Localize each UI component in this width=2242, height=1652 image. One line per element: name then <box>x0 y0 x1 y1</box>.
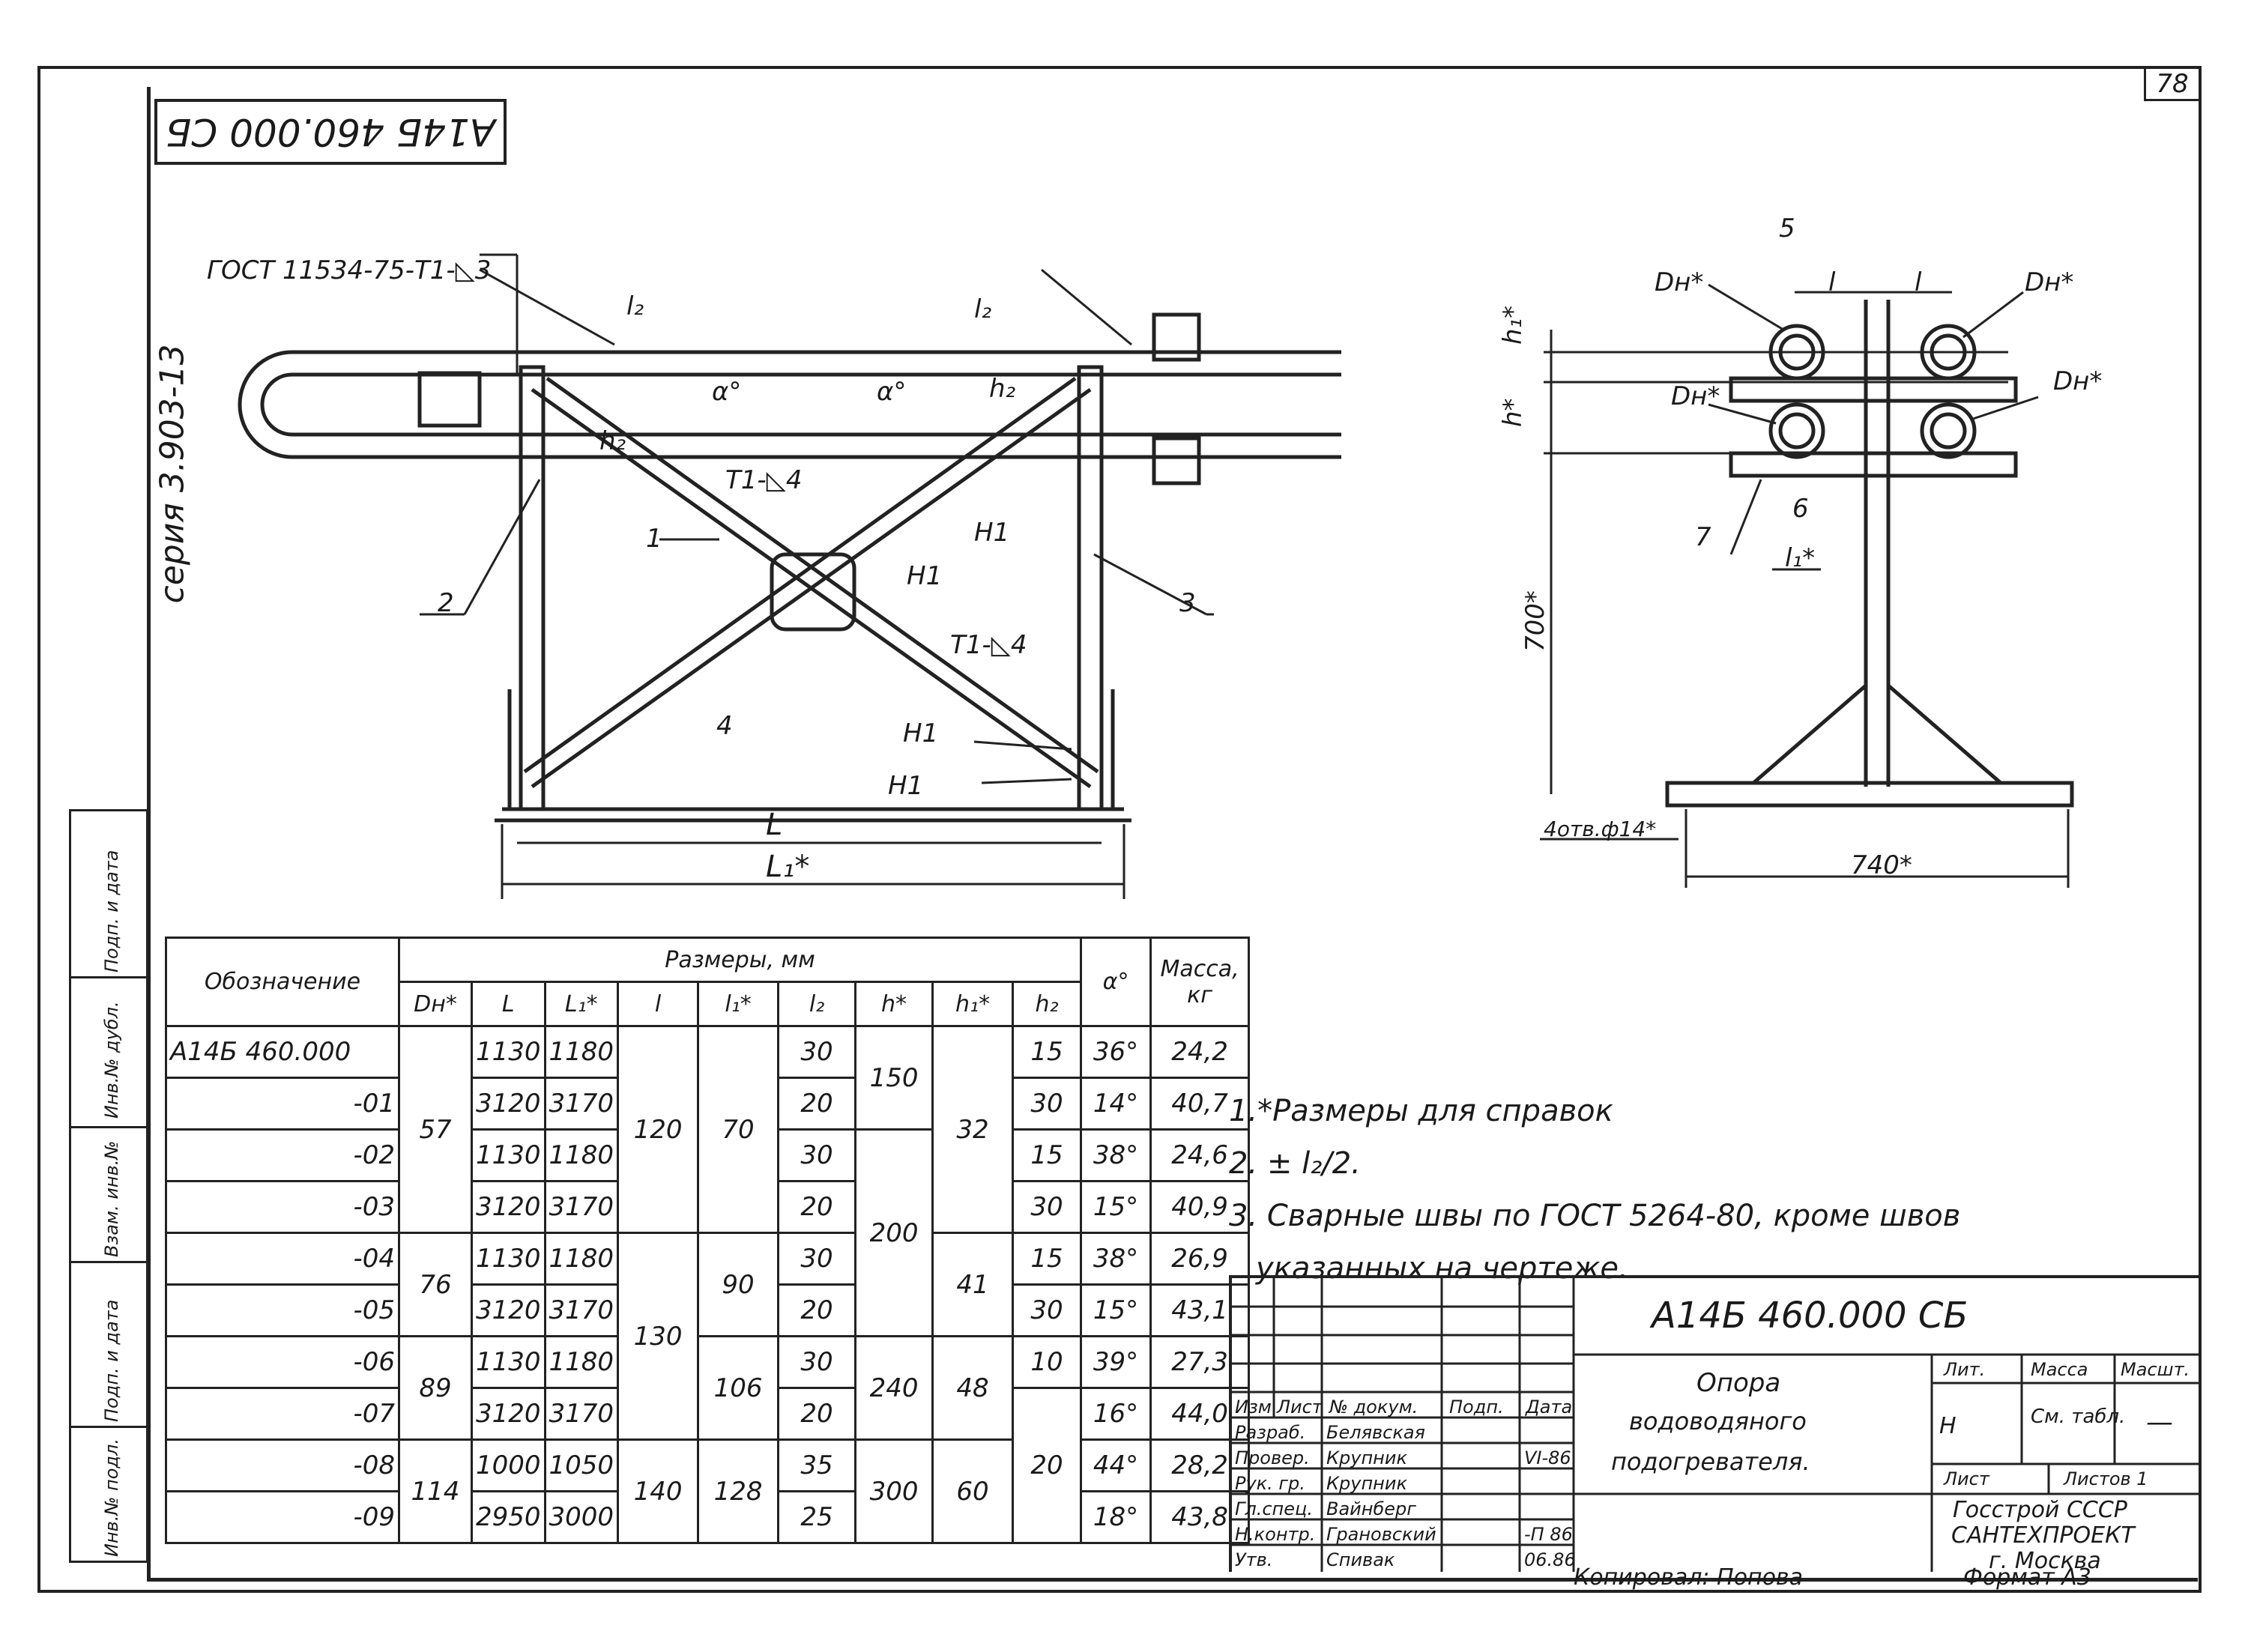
title-line-2: водоводяного <box>1629 1407 1807 1435</box>
title-line-1: Опора <box>1696 1368 1781 1398</box>
dn-label-d: Dн* <box>2053 366 2102 396</box>
table-row: -04 76 1130 1180 130 90 30 41 15 38° 26,… <box>165 1232 1251 1441</box>
l2-right-label: l₂ <box>974 294 991 324</box>
th-alpha: α° <box>1080 937 1152 1027</box>
table-row: -01 3120 3170 20 30 14° 40,7 <box>165 1077 1251 1131</box>
pos-2-label: 2 <box>438 588 454 618</box>
gost-weld-label: ГОСТ 11534-75-Т1-◺3 <box>207 255 491 285</box>
tb-mass-label: Масса <box>2031 1359 2088 1380</box>
format-label: Формат А3 <box>1963 1564 2091 1591</box>
tb-col-izm: Изм <box>1235 1397 1272 1417</box>
h-star-label: h* <box>1498 398 1528 427</box>
drawing-inner-frame <box>147 87 2198 1582</box>
th-l2: l₂ <box>777 981 857 1027</box>
drawing-outer-frame <box>37 66 2202 1593</box>
dim-L-label: L <box>766 808 782 842</box>
side-dimensions <box>1540 283 2070 888</box>
note-1: 1.*Размеры для справок <box>1229 1094 1613 1128</box>
th-L1: L₁* <box>543 981 620 1027</box>
th-dn: Dн* <box>398 981 473 1027</box>
l-label-a: l <box>1828 267 1836 297</box>
table-row: -06 89 1130 1180 106 30 240 48 10 39° 27… <box>165 1335 1251 1441</box>
notes-block: 1.*Размеры для справок 2. ± l₂/2. 3. Сва… <box>1229 1085 1960 1295</box>
pos-6-label: 6 <box>1792 494 1809 524</box>
weld-t1-b: Т1-◺4 <box>950 630 1027 660</box>
dn-label-c: Dн* <box>1671 381 1720 411</box>
tb-col-date: Дата <box>1526 1397 1573 1417</box>
h700-label: 700* <box>1520 590 1550 652</box>
h1-star-label: h₁* <box>1498 306 1528 345</box>
title-doc-code: А14Б 460.000 СБ <box>1652 1295 1968 1337</box>
pipe-coupling <box>417 371 482 428</box>
title-block: А14Б 460.000 СБ Опора водоводяного подог… <box>1229 1275 2199 1574</box>
side-view-labels: 5 6 7 Dн* Dн* Dн* Dн* l l l₁* h* h₁* 700… <box>1498 214 2102 880</box>
table-row: -02 1130 1180 30 200 15 38° 24,6 <box>165 1128 1251 1337</box>
h1-label-d: Н1 <box>888 771 923 801</box>
tb-org-3: г. Москва <box>1989 1548 2101 1574</box>
dim-L1-label: L₁* <box>766 850 809 884</box>
page-number: 78 <box>2144 69 2199 101</box>
th-L: L <box>471 981 546 1027</box>
tb-col-doc: № докум. <box>1329 1397 1418 1417</box>
tb-col-list: Лист <box>1277 1397 1323 1417</box>
h1-label-c: Н1 <box>903 718 938 748</box>
pos-4-label: 4 <box>716 711 733 741</box>
note-2: 2. ± l₂/2. <box>1229 1146 1361 1181</box>
th-l1: l₁* <box>697 981 780 1027</box>
pos-1-label: 1 <box>646 524 662 554</box>
th-l: l <box>617 981 700 1027</box>
tb-org-1: Госстрой СССР <box>1953 1497 2127 1523</box>
alpha-left-label: α° <box>712 377 741 407</box>
side-view <box>1665 300 2074 808</box>
holes-label: 4отв.ф14* <box>1544 817 1656 841</box>
front-view <box>238 312 1341 823</box>
th-sizes: Размеры, мм <box>397 937 1083 983</box>
pos-7-label: 7 <box>1695 522 1711 552</box>
copied-by: Копировал: Попова <box>1574 1564 1803 1591</box>
pos-3-label: 3 <box>1179 588 1196 618</box>
alpha-right-label: α° <box>877 377 906 407</box>
table-row: -03 3120 3170 20 30 15° 40,9 <box>165 1180 1251 1234</box>
tb-org-2: САНТЕХПРОЕКТ <box>1951 1522 2135 1549</box>
tb-col-sign: Подп. <box>1449 1397 1504 1417</box>
tb-scale-value: — <box>2146 1407 2173 1438</box>
front-view-labels: ГОСТ 11534-75-Т1-◺3 Т1-◺4 Т1-◺4 Н1 Н1 Н1… <box>207 255 1196 884</box>
h2-right-label: h₂ <box>989 374 1016 404</box>
table-row: -08 114 1000 1050 140 128 35 300 60 44° … <box>165 1438 1251 1544</box>
th-h1: h₁* <box>931 981 1015 1027</box>
l-label-b: l <box>1915 267 1922 297</box>
note-3: 3. Сварные швы по ГОСТ 5264-80, кроме шв… <box>1229 1199 1961 1233</box>
table-row: А14Б 460.000 57 1130 1180 120 70 30 150 … <box>165 1025 1251 1234</box>
side-base-plate <box>1665 781 2074 808</box>
approval-strip: Подп. и дата Инв.№ дубл. Взам. инв.№ Под… <box>69 809 148 1563</box>
tb-mass-value: См. табл. <box>2031 1406 2126 1428</box>
tb-lit-value: Н <box>1939 1413 1957 1439</box>
tb-lit-label: Лит. <box>1944 1359 1986 1380</box>
table-row: -09 2950 3000 25 18° 43,8 <box>165 1490 1251 1544</box>
width-740-label: 740* <box>1851 850 1912 880</box>
pos-5-label: 5 <box>1779 214 1795 243</box>
dimensions-table: Обозначение Размеры, мм α° Масса, кг Dн*… <box>165 937 1251 1544</box>
l2-left-label: l₂ <box>626 291 644 321</box>
h1-label-a: Н1 <box>974 518 1009 548</box>
tb-sheets-label: Листов 1 <box>2064 1468 2148 1489</box>
h1-label-b: Н1 <box>907 561 942 591</box>
title-line-3: подогревателя. <box>1611 1447 1810 1476</box>
th-designation: Обозначение <box>165 937 400 1027</box>
tb-scale-label: Масшт. <box>2121 1359 2190 1380</box>
h2-left-label: h₂ <box>599 426 626 456</box>
front-dimensions <box>420 253 1214 899</box>
table-row: -05 3120 3170 20 30 15° 43,1 <box>165 1283 1251 1337</box>
weld-t1-a: Т1-◺4 <box>725 465 802 495</box>
table-row: -07 3120 3170 20 20 16° 44,0 <box>165 1387 1251 1544</box>
th-h2: h₂ <box>1012 981 1083 1027</box>
dn-label-b: Dн* <box>2025 267 2073 297</box>
th-h: h* <box>854 981 934 1027</box>
dn-label-a: Dн* <box>1655 267 1703 297</box>
title-block-grid <box>1232 1278 2199 1572</box>
th-mass: Масса, кг <box>1149 937 1251 1027</box>
l1-label: l₁* <box>1785 543 1815 573</box>
tb-sheet-label: Лист <box>1944 1468 1989 1489</box>
